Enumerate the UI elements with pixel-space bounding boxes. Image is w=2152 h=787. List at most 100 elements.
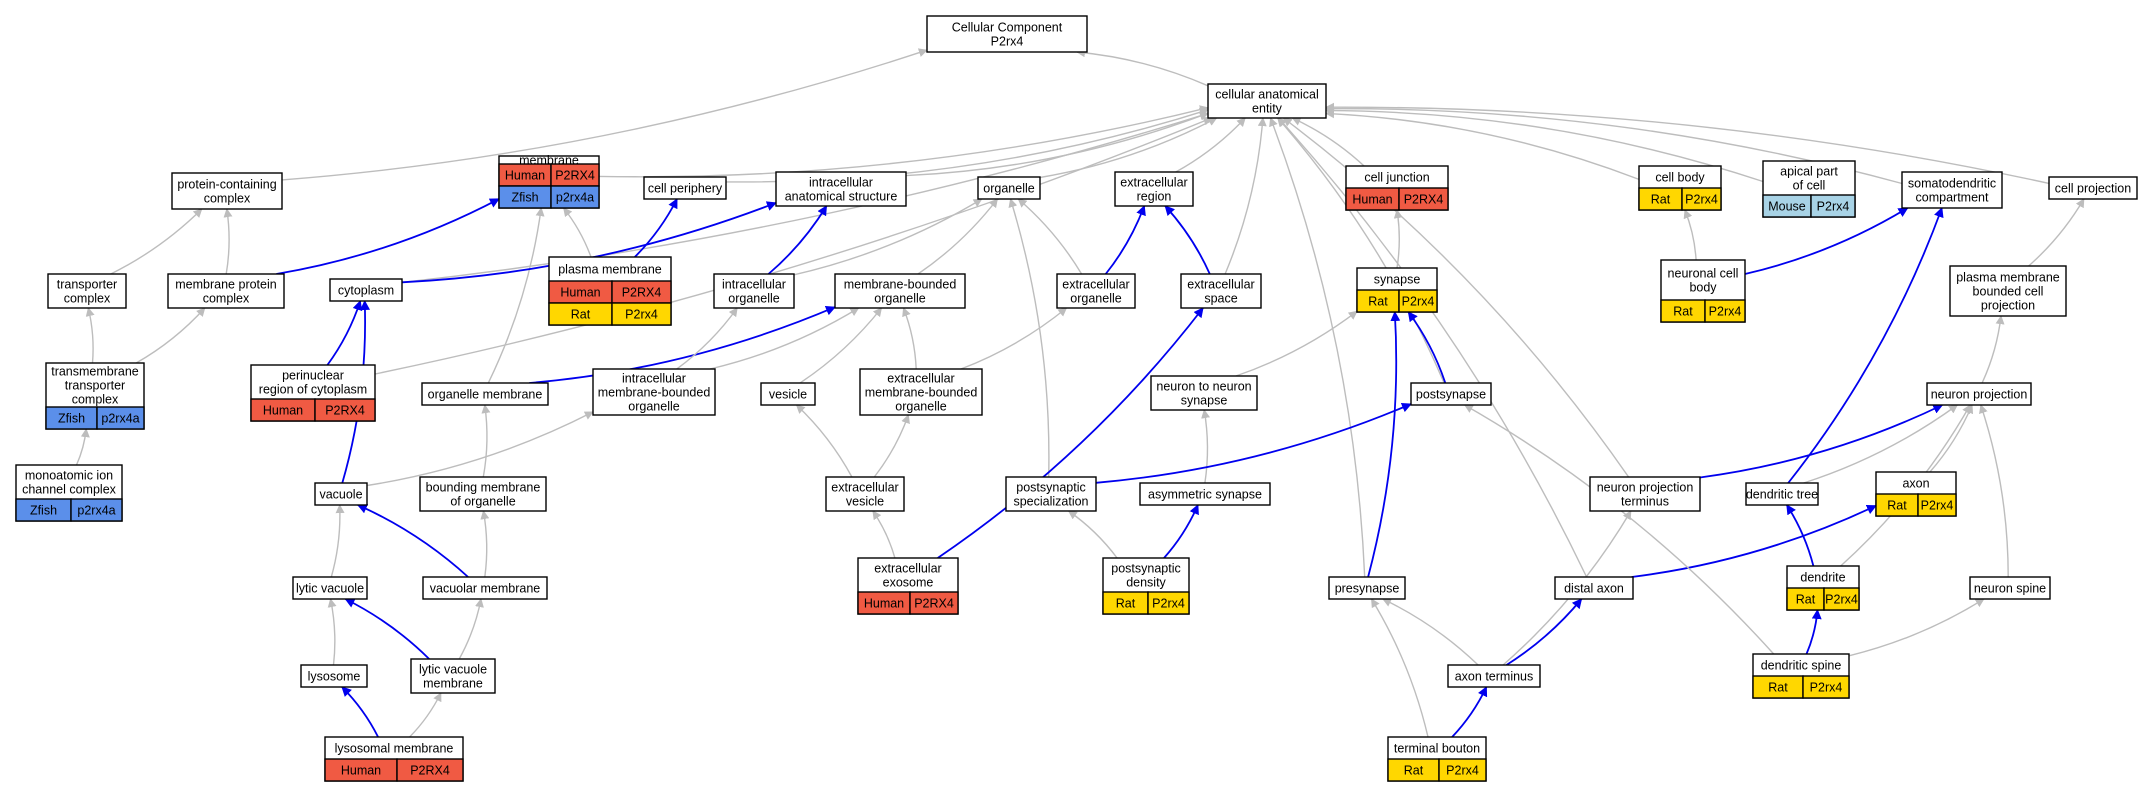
edge-ecorg-to-organelle [1017, 198, 1083, 275]
term-label: somatodendritic [1908, 177, 1996, 191]
edge-mbo-to-organelle [917, 198, 998, 275]
term-label: space [1204, 292, 1237, 306]
term-node-neuproj[interactable]: neuron projection [1926, 382, 2032, 406]
term-node-vacuole[interactable]: vacuole [314, 482, 368, 506]
term-label: monoatomic ion [25, 469, 113, 483]
term-node-lysosome[interactable]: lysosome [300, 664, 368, 688]
edge-tmtc-to-transporter [85, 307, 95, 364]
edge-dtree-to-somato [1787, 207, 1944, 484]
term-box [643, 176, 727, 200]
term-box [300, 664, 368, 688]
organism-label: Zfish [30, 504, 57, 518]
gene-label: P2RX4 [914, 597, 954, 611]
gene-cell [1398, 289, 1438, 313]
term-box [1949, 265, 2067, 317]
organism-label: Human [560, 286, 600, 300]
term-node-lytvac[interactable]: lytic vacuole [292, 576, 368, 600]
term-node-daxon[interactable]: distal axon [1554, 576, 1634, 600]
term-box [1926, 382, 2032, 406]
term-label: of cell [1793, 179, 1826, 193]
term-node-cellper[interactable]: cell periphery [643, 176, 727, 200]
organism-label: Rat [1368, 295, 1388, 309]
term-label: specialization [1013, 495, 1088, 509]
term-label: organelle [628, 400, 679, 414]
gene-cell [1810, 194, 1856, 218]
term-label: Cellular Component [952, 21, 1063, 35]
gene-cell [1823, 587, 1860, 611]
term-box [421, 382, 549, 406]
term-label: anatomical structure [785, 190, 898, 204]
term-box [834, 273, 966, 309]
term-box [1447, 664, 1541, 688]
term-node-organelle[interactable]: organelle [977, 176, 1041, 200]
edge-perinuc-to-cytoplasm [326, 300, 363, 366]
edge-pss-to-postsyn [1095, 402, 1412, 484]
term-node-dtree[interactable]: dendritic tree [1745, 482, 1819, 506]
term-node-axterm[interactable]: axon terminus [1447, 664, 1541, 688]
term-node-nspine[interactable]: neuron spine [1969, 576, 2051, 600]
term-node-orgmem[interactable]: organelle membrane [421, 382, 549, 406]
edge-presyn-to-cae [1269, 117, 1366, 578]
term-label: exosome [883, 576, 934, 590]
edge-apical-to-cae [1325, 106, 1764, 183]
term-label: of organelle [450, 495, 515, 509]
term-node-presyn[interactable]: presynapse [1328, 576, 1406, 600]
edge-n2n-to-synapse [1235, 310, 1358, 377]
term-node-asyn[interactable]: asymmetric synapse [1139, 482, 1271, 506]
edge-ecorg-to-extreg [1104, 205, 1146, 275]
term-node-vesicle[interactable]: vesicle [760, 382, 816, 406]
gene-cell [611, 302, 672, 326]
term-box [713, 273, 795, 309]
term-box [1150, 375, 1258, 411]
term-box [329, 278, 403, 302]
term-node-cellproj[interactable]: cell projection [2048, 176, 2138, 200]
term-node-cytoplasm[interactable]: cytoplasm [329, 278, 403, 302]
term-label: region [1137, 190, 1172, 204]
term-label: vesicle [769, 388, 807, 402]
term-label: dendrite [1800, 571, 1845, 585]
term-node-vacmem[interactable]: vacuolar membrane [422, 576, 548, 600]
gene-label: P2RX4 [1404, 193, 1444, 207]
edge-presyn-to-synapse [1367, 311, 1401, 578]
term-node-postsyn[interactable]: postsynapse [1410, 382, 1492, 406]
edge-npt-to-cae [1282, 117, 1630, 478]
